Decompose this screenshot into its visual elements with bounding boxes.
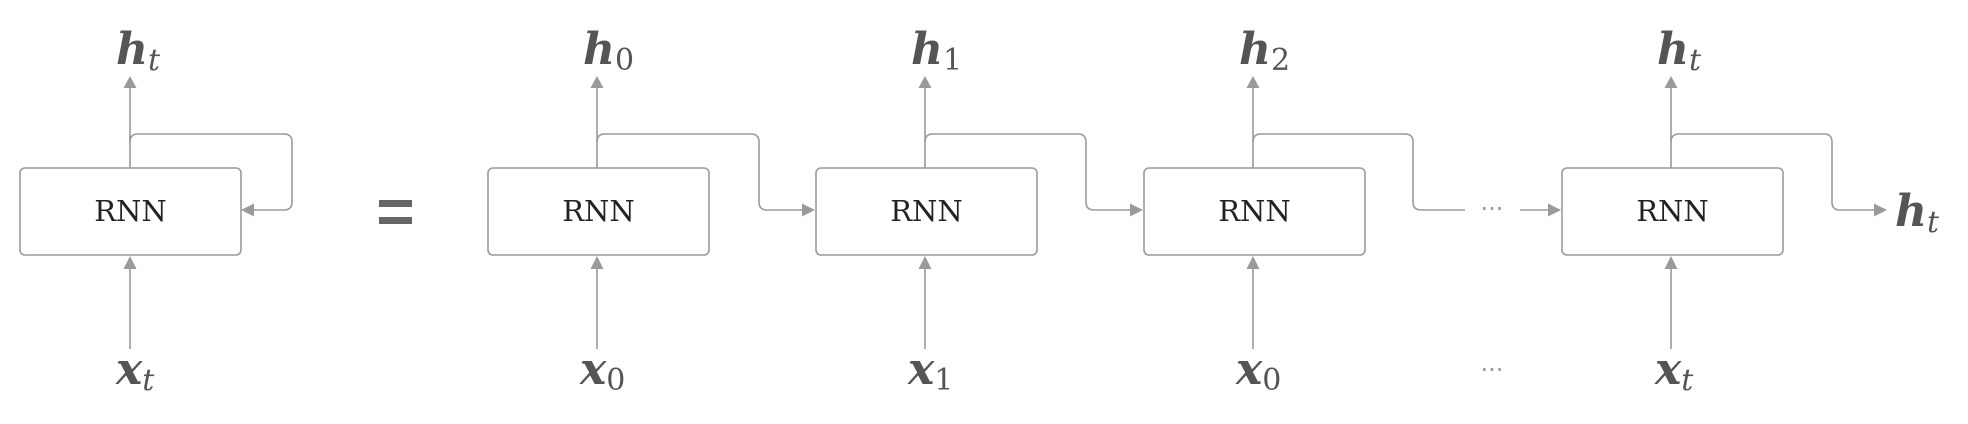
folded-input-label: xt xyxy=(115,344,155,398)
folded-rnn-label: RNN xyxy=(94,194,167,228)
folded-output-label: ht xyxy=(116,24,161,78)
output-label-ht: ht xyxy=(1657,24,1702,78)
rnn-box-0 xyxy=(487,167,710,256)
folded-recurrent-loop xyxy=(129,133,293,211)
hidden-state-ellipsis: ··· xyxy=(1481,195,1504,223)
folded-rnn: RNN ht xt xyxy=(19,24,293,398)
input-label-x1: x1 xyxy=(907,344,953,398)
unrolled-step-1: RNN h1 x1 xyxy=(815,24,1038,398)
output-label-h0: h0 xyxy=(583,24,634,78)
input-label-xt: xt xyxy=(1654,344,1694,398)
input-ellipsis: ··· xyxy=(1481,356,1504,384)
equals-sign xyxy=(379,200,412,224)
final-state-connector xyxy=(1670,133,1876,211)
unrolled-step-0: RNN h0 x0 xyxy=(487,24,710,398)
unrolled-step-2: RNN h2 x0 xyxy=(1143,24,1366,398)
rnn-label-0: RNN xyxy=(562,194,635,228)
rnn-box-1 xyxy=(815,167,1038,256)
folded-rnn-box xyxy=(19,167,242,256)
rnn-label-1: RNN xyxy=(890,194,963,228)
rnn-box-2 xyxy=(1143,167,1366,256)
output-label-h1: h1 xyxy=(911,24,962,78)
hidden-state-connector-1-2 xyxy=(924,133,1132,211)
hidden-state-connector-2-dots xyxy=(1252,133,1465,211)
rnn-label-t: RNN xyxy=(1636,194,1709,228)
hidden-state-connector-0-1 xyxy=(596,133,804,211)
rnn-box-t xyxy=(1561,167,1784,256)
input-label-x0-b: x0 xyxy=(1235,344,1281,398)
final-state-label: ht xyxy=(1895,186,1940,240)
unrolled-step-t: RNN ht xt xyxy=(1561,24,1784,398)
output-label-h2: h2 xyxy=(1239,24,1290,78)
rnn-label-2: RNN xyxy=(1218,194,1291,228)
input-label-x0: x0 xyxy=(579,344,625,398)
